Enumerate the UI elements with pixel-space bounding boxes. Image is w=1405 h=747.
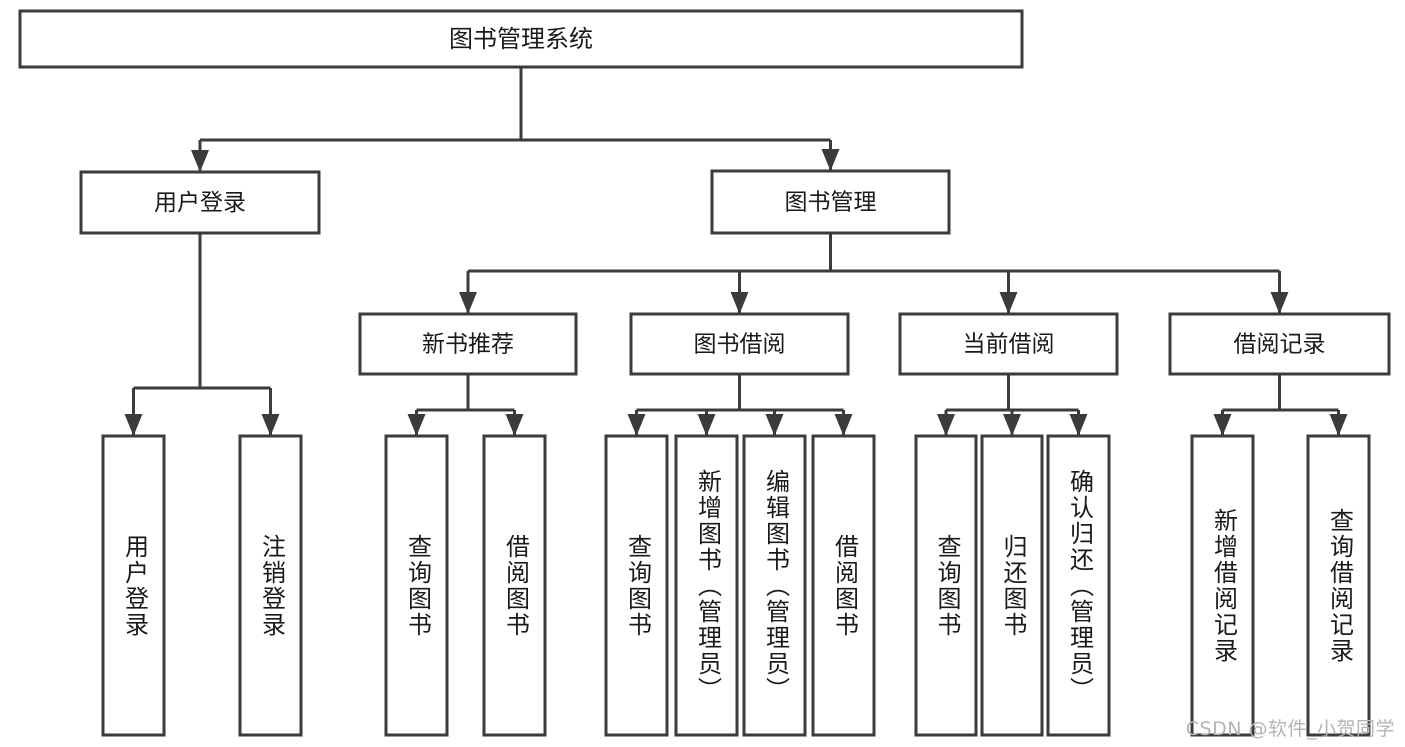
arrow-head-icon [191,150,209,172]
arrow-head-icon [505,414,524,436]
node-leaf-borrow-add-book[interactable] [674,434,739,737]
node-label-user-login: 用户登录 [154,190,246,216]
node-leaf-cur-query-book[interactable] [914,434,978,737]
node-label-current-borrow: 当前借阅 [963,332,1055,358]
arrow-head-icon [1003,414,1021,436]
node-leaf-user-logout[interactable] [238,434,303,737]
node-label-book-manage: 图书管理 [785,190,877,216]
node-current-borrow[interactable]: 当前借阅 [898,312,1119,376]
node-leaf-cur-return-book[interactable] [980,434,1044,737]
node-book-borrow[interactable]: 图书借阅 [629,312,850,376]
node-leaf-rec-query-book[interactable] [384,434,449,737]
arrow-head-icon [697,414,716,436]
node-label-new-book-rec: 新书推荐 [422,332,514,358]
arrow-head-icon [1213,414,1232,436]
node-leaf-borrow-query-book[interactable] [604,434,669,737]
arrow-head-icon [459,292,477,314]
arrow-head-icon [821,149,840,171]
node-book-manage[interactable]: 图书管理 [710,169,951,235]
node-leaf-borrow-borrow-book[interactable] [811,434,876,737]
node-leaf-borrow-edit-book[interactable] [742,434,807,737]
arrow-head-icon [407,414,426,436]
node-borrow-record[interactable]: 借阅记录 [1168,312,1391,376]
arrow-head-icon [999,292,1018,314]
node-root[interactable]: 图书管理系统 [18,9,1024,69]
node-label-book-borrow: 图书借阅 [694,332,786,358]
node-label-borrow-record: 借阅记录 [1234,332,1326,358]
node-new-book-rec[interactable]: 新书推荐 [358,312,578,376]
arrow-head-icon [1069,414,1088,436]
arrow-head-icon [1270,292,1289,314]
node-leaf-rec-add-record[interactable] [1190,434,1255,737]
node-label-root: 图书管理系统 [449,25,593,53]
arrow-head-icon [937,414,955,436]
arrow-head-icon [261,414,280,436]
arrow-head-icon [834,414,853,436]
node-user-login[interactable]: 用户登录 [79,170,321,235]
arrow-head-icon [765,414,784,436]
arrow-head-icon [627,414,646,436]
node-leaf-user-login[interactable] [101,434,166,737]
watermark-text: CSDN @软件_小贺同学 [1185,718,1395,740]
node-leaf-cur-confirm-return[interactable] [1046,434,1111,737]
arrow-head-icon [124,414,143,436]
node-leaf-rec-query-record[interactable] [1306,434,1371,737]
arrow-head-icon [730,292,749,314]
arrow-head-icon [1329,414,1348,436]
edges-layer [124,67,1348,436]
node-leaf-rec-borrow-book[interactable] [482,434,547,737]
